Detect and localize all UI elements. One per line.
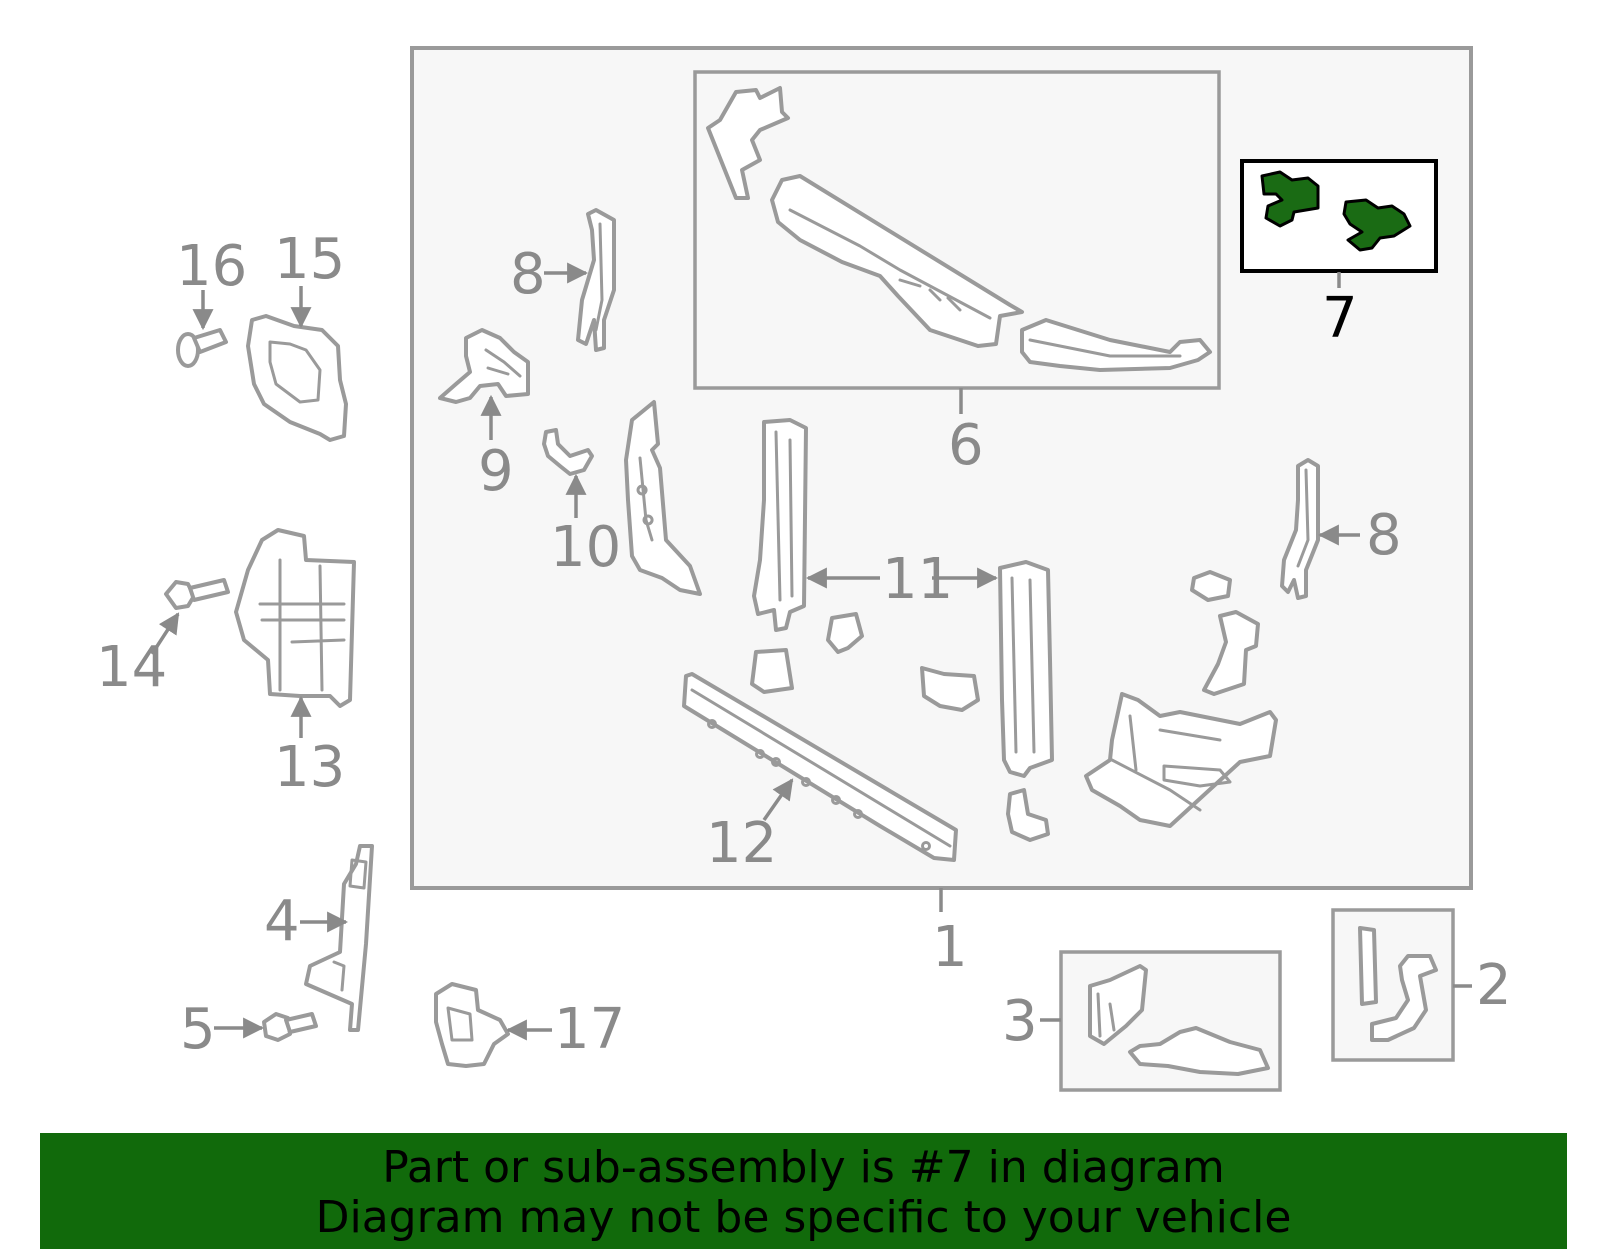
label-8-right: 8 (1366, 503, 1402, 568)
part-10-clip[interactable] (542, 428, 594, 476)
part-11-right-pillar[interactable] (920, 560, 1054, 842)
label-6: 6 (948, 413, 984, 478)
part-14-bolt[interactable] (164, 578, 230, 610)
part-9-bracket[interactable] (438, 328, 530, 404)
label-10: 10 (550, 515, 621, 580)
part-16-clip[interactable] (176, 328, 228, 368)
label-7[interactable]: 7 (1322, 286, 1358, 351)
part-17-bracket[interactable] (434, 982, 510, 1068)
part-1-right-apron[interactable] (1084, 570, 1278, 828)
label-11: 11 (882, 547, 953, 612)
label-12: 12 (706, 811, 777, 876)
label-13: 13 (274, 735, 345, 800)
info-banner: Part or sub-assembly is #7 in diagram Di… (40, 1133, 1567, 1249)
part-8-left-bracket[interactable] (576, 208, 616, 352)
part-12-lower-support[interactable] (682, 672, 958, 862)
banner-line-1: Part or sub-assembly is #7 in diagram (382, 1142, 1225, 1193)
label-1: 1 (932, 915, 968, 980)
label-16: 16 (176, 234, 247, 299)
label-15: 15 (274, 227, 345, 292)
part-15-plate[interactable] (246, 314, 348, 442)
part-5-bolt[interactable] (262, 1012, 318, 1042)
label-8-left: 8 (510, 242, 546, 307)
part-8-right-bracket[interactable] (1280, 458, 1320, 600)
label-5: 5 (180, 997, 216, 1062)
label-4: 4 (264, 889, 300, 954)
label-14: 14 (96, 635, 167, 700)
part-3-parts[interactable] (1088, 964, 1270, 1076)
label-9: 9 (478, 439, 514, 504)
banner-line-2: Diagram may not be specific to your vehi… (315, 1192, 1292, 1243)
part-11-left-pillar[interactable] (624, 400, 864, 694)
label-2: 2 (1476, 953, 1512, 1018)
part-7-highlighted[interactable] (1260, 170, 1412, 252)
parts-diagram: 1 2 3 4 5 6 7 8 8 9 10 11 12 13 14 15 16… (96, 46, 1512, 1092)
part-4-seal[interactable] (304, 844, 374, 1032)
label-17: 17 (554, 997, 625, 1062)
part-6-upper-support[interactable] (706, 86, 1212, 372)
part-2-parts[interactable] (1358, 926, 1438, 1042)
label-3: 3 (1002, 989, 1038, 1054)
part-13-bracket[interactable] (234, 528, 356, 708)
